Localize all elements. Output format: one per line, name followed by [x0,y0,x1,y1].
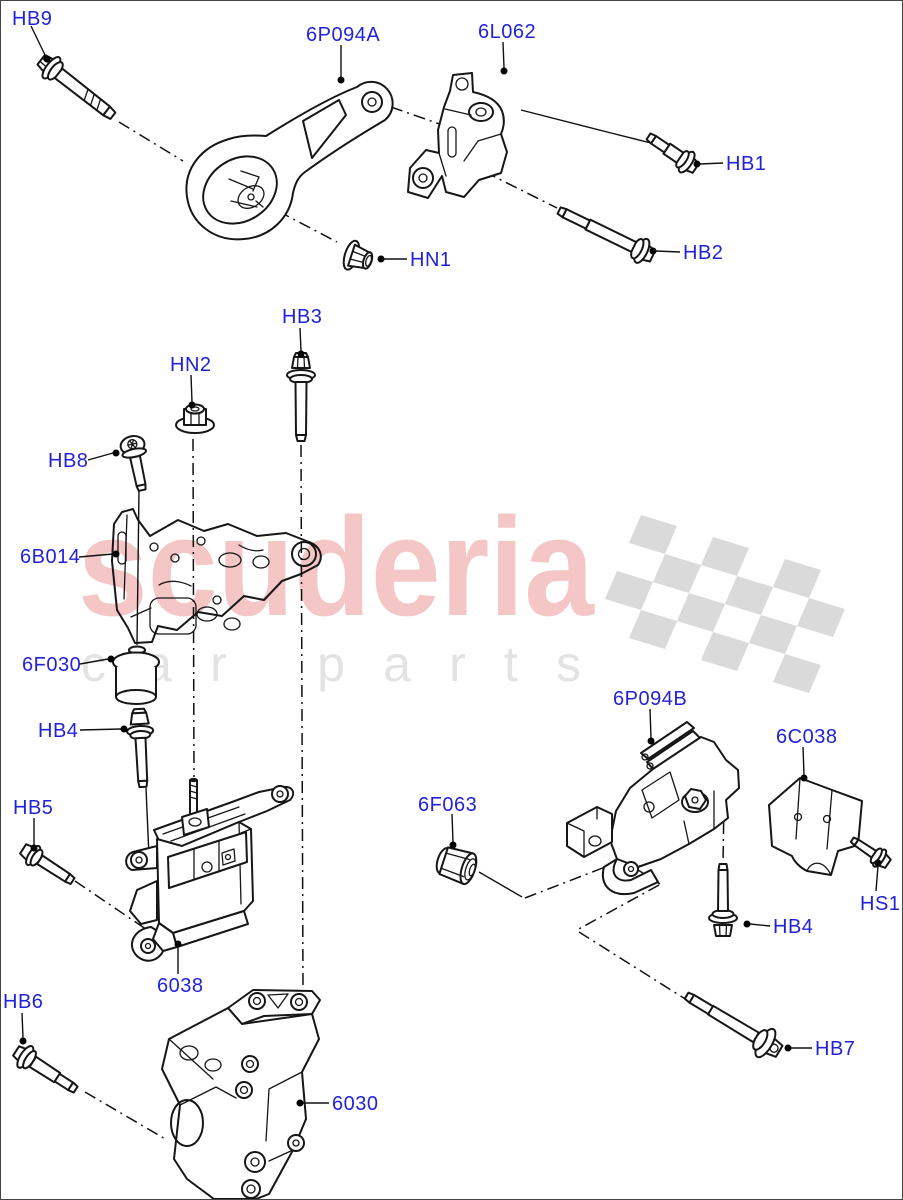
part-HN2-nut [175,403,215,434]
part-label-HB5[interactable]: HB5 [13,797,54,819]
part-6030-bracket [161,989,321,1199]
part-label-6P094B[interactable]: 6P094B [613,688,688,710]
watermark: scuderia car parts [78,488,845,693]
part-HN1-nut [342,239,374,271]
part-HB5-bolt [19,843,76,885]
part-6038-engine-mount [125,777,295,962]
part-label-HB8[interactable]: HB8 [48,450,89,472]
part-label-6P094A[interactable]: 6P094A [306,24,381,46]
part-HB6-bolt [12,1045,79,1094]
part-HB7-bolt [683,991,784,1059]
part-HB4-left-bolt [126,707,155,789]
part-6P094A-torque-arm [185,80,394,241]
part-HB1-bolt [645,132,700,174]
part-6F030-bushing [112,645,160,705]
part-label-HN2[interactable]: HN2 [170,354,212,376]
part-label-HB2[interactable]: HB2 [683,242,724,264]
part-6B014-bracket [111,508,322,644]
part-label-6B014[interactable]: 6B014 [20,546,81,568]
part-label-6L062[interactable]: 6L062 [478,21,537,43]
part-6F063-bushing [435,846,478,886]
part-label-6038[interactable]: 6038 [157,975,204,997]
assembly-lines [74,106,855,1141]
part-HB2-bolt [556,206,657,264]
callout-leaders [19,25,882,1107]
part-HB4-right-bolt [708,863,738,937]
part-6L062-bracket [407,72,508,199]
watermark-brand-text: scuderia [78,488,595,645]
part-6C038-shield [768,777,863,876]
part-HB9-bolt [36,54,117,120]
part-label-HB4-left[interactable]: HB4 [38,720,79,742]
part-label-HB3[interactable]: HB3 [282,306,323,328]
part-label-6030[interactable]: 6030 [332,1093,379,1115]
part-label-HB7[interactable]: HB7 [815,1038,856,1060]
part-label-HB9[interactable]: HB9 [12,8,53,30]
part-HS1-screw [849,836,892,869]
checkered-flag-watermark [605,515,845,693]
part-label-HB6[interactable]: HB6 [3,991,44,1013]
part-6P094B-bracket [566,721,740,896]
part-label-HN1[interactable]: HN1 [410,249,452,271]
part-label-6F030[interactable]: 6F030 [22,654,82,676]
part-label-HB1[interactable]: HB1 [726,153,767,175]
part-label-6F063[interactable]: 6F063 [418,794,478,816]
part-label-HS1[interactable]: HS1 [860,893,901,915]
part-label-HB4-right[interactable]: HB4 [773,916,814,938]
part-HB3-bolt [286,352,316,442]
part-label-6C038[interactable]: 6C038 [776,726,838,748]
part-HB8-bolt [119,435,147,492]
